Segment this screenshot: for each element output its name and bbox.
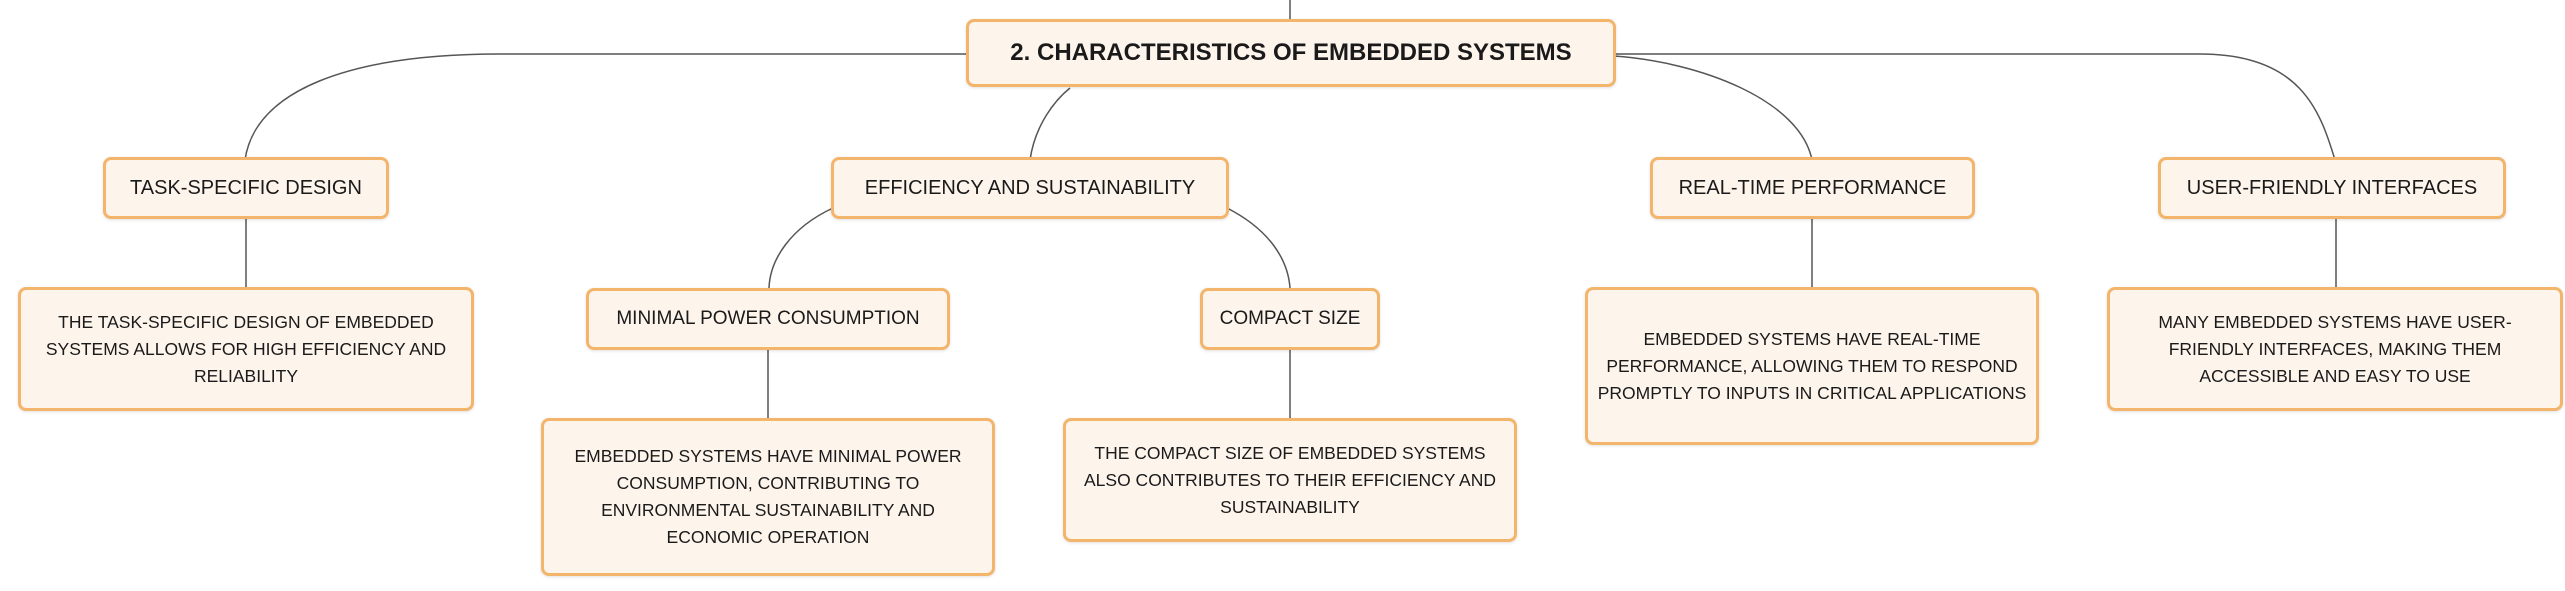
node-label: EFFICIENCY AND SUSTAINABILITY [864, 176, 1196, 199]
connector-root-user-friendly [1614, 53, 2336, 161]
node-label: MINIMAL POWER CONSUMPTION [616, 308, 920, 329]
connector-root-real-time [1613, 55, 1813, 161]
connector-efficiency-power [768, 207, 834, 289]
root-node-label: 2. CHARACTERISTICS OF EMBEDDED SYSTEMS [1010, 39, 1572, 66]
detail-text: THE TASK-SPECIFIC DESIGN OF EMBEDDED SYS… [45, 311, 447, 386]
node-user-friendly-interfaces[interactable]: USER-FRIENDLY INTERFACES [2158, 157, 2506, 219]
root-node[interactable]: 2. CHARACTERISTICS OF EMBEDDED SYSTEMS [966, 19, 1616, 87]
detail-text: MANY EMBEDDED SYSTEMS HAVE USER-FRIENDLY… [2158, 311, 2512, 386]
connector-efficiency-compact [1226, 207, 1291, 289]
node-label: REAL-TIME PERFORMANCE [1678, 176, 1947, 199]
detail-real-time-performance[interactable]: EMBEDDED SYSTEMS HAVE REAL-TIME PERFORMA… [1585, 287, 2039, 445]
detail-minimal-power-consumption[interactable]: EMBEDDED SYSTEMS HAVE MINIMAL POWER CONS… [541, 418, 995, 576]
node-efficiency-and-sustainability[interactable]: EFFICIENCY AND SUSTAINABILITY [831, 157, 1229, 219]
node-label: USER-FRIENDLY INTERFACES [2186, 176, 2478, 199]
node-task-specific-design[interactable]: TASK-SPECIFIC DESIGN [103, 157, 389, 219]
node-real-time-performance[interactable]: REAL-TIME PERFORMANCE [1650, 157, 1975, 219]
node-label: TASK-SPECIFIC DESIGN [130, 176, 362, 199]
detail-compact-size[interactable]: THE COMPACT SIZE OF EMBEDDED SYSTEMS ALS… [1063, 418, 1517, 542]
node-minimal-power-consumption[interactable]: MINIMAL POWER CONSUMPTION [586, 288, 950, 350]
detail-text: EMBEDDED SYSTEMS HAVE MINIMAL POWER CONS… [574, 446, 962, 547]
detail-user-friendly-interfaces[interactable]: MANY EMBEDDED SYSTEMS HAVE USER-FRIENDLY… [2107, 287, 2563, 411]
detail-text: EMBEDDED SYSTEMS HAVE REAL-TIME PERFORMA… [1597, 328, 2027, 403]
detail-text: THE COMPACT SIZE OF EMBEDDED SYSTEMS ALS… [1084, 442, 1496, 517]
connector-root-task-specific [244, 53, 968, 161]
node-label: COMPACT SIZE [1219, 308, 1361, 329]
node-compact-size[interactable]: COMPACT SIZE [1200, 288, 1380, 350]
detail-task-specific-design[interactable]: THE TASK-SPECIFIC DESIGN OF EMBEDDED SYS… [18, 287, 474, 411]
connector-root-efficiency [1029, 87, 1071, 161]
